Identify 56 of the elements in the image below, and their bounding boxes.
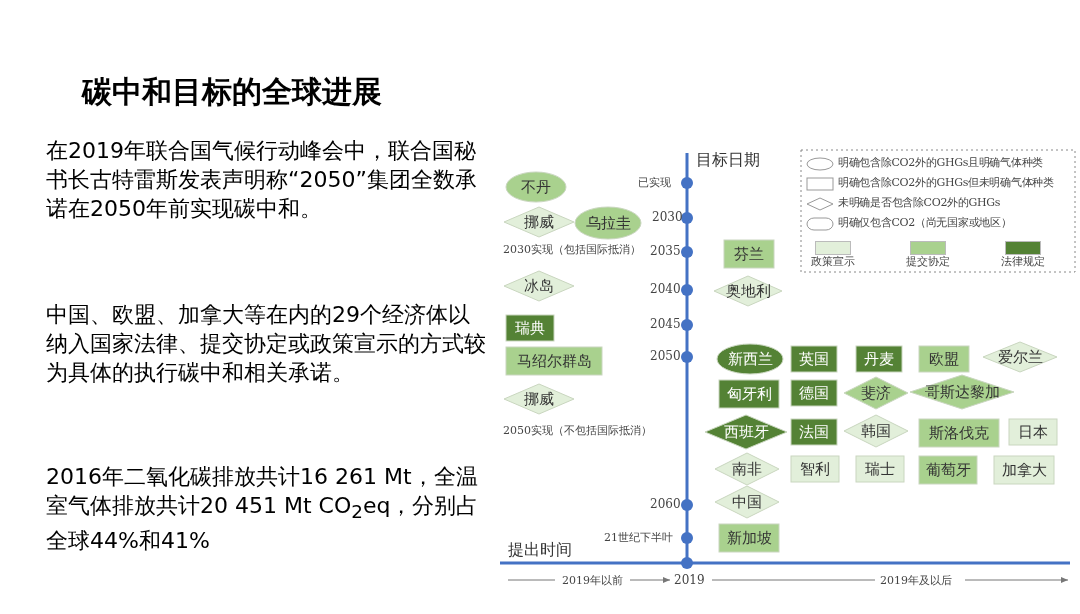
legend-label: 政策宣示 [811,254,855,269]
axis-label: 2019 [674,573,705,587]
country-diamond: 哥斯达黎加 [909,374,1015,410]
axis-label: 目标日期 [696,150,760,171]
paragraph: 2016年二氧化碳排放共计16 261 Mt，全温室气体排放共计20 451 Mt CO$_{2}$eq，分别占全球44%和41% [46,463,480,556]
legend-label: 明确包含除CO2外的GHGs但未明确气体种类 [838,175,1054,190]
country-box: 智利 [790,455,840,483]
country-box: 法国 [790,418,838,446]
axis-label: 2019年以前 [562,573,623,588]
country-ellipse: 不丹 [505,171,567,203]
axis-label: 2019年及以后 [880,573,952,588]
country-box: 日本 [1008,418,1058,446]
axis-label: 已实现 [638,175,671,190]
country-box: 匈牙利 [718,379,780,409]
country-ellipse: 新西兰 [716,343,784,375]
country-box: 欧盟 [918,345,970,373]
axis-label: 2030 [652,210,683,224]
country-ellipse: 乌拉圭 [574,206,642,240]
country-box: 新加坡 [718,523,780,553]
axis-label: 2050实现（不包括国际抵消） [503,423,652,438]
country-diamond: 斐济 [843,376,909,410]
legend-label: 法律规定 [1001,254,1045,269]
country-box: 瑞士 [855,455,905,483]
paragraph: 在2019年联合国气候行动峰会中，联合国秘书长古特雷斯发表声明称“2050”集团全数承诺在2050年前实现碳中和。 [46,137,478,223]
axis-label: 2030实现（包括国际抵消） [503,242,641,257]
legend-label: 明确包含除CO2外的GHGs且明确气体种类 [838,155,1043,170]
country-diamond: 西班牙 [704,414,788,450]
legend-label: 未明确是否包含除CO2外的GHGs [838,195,1001,210]
axis-label: 2035 [650,244,681,258]
country-box: 丹麦 [855,345,903,373]
country-box: 瑞典 [505,314,555,342]
country-box: 斯洛伐克 [918,418,1000,448]
country-diamond: 奥地利 [713,275,783,307]
axis-label: 2045 [650,317,681,331]
country-box: 德国 [790,379,838,407]
country-box: 加拿大 [993,455,1055,485]
axis-label: 2060 [650,497,681,511]
country-box: 英国 [790,345,838,373]
country-box: 葡萄牙 [918,455,978,485]
country-diamond: 挪威 [503,383,575,415]
country-box: 芬兰 [723,239,775,269]
country-diamond: 中国 [714,485,780,519]
axis-label: 提出时间 [508,540,572,561]
country-diamond: 爱尔兰 [982,341,1058,373]
paragraph: 中国、欧盟、加拿大等在内的29个经济体以纳入国家法律、提交协定或政策宣示的方式较为具体的执行碳中和相关承诺。 [46,301,486,387]
slide-title: 碳中和目标的全球进展 [82,73,382,111]
country-diamond: 冰岛 [503,270,575,302]
country-box: 马绍尔群岛 [505,346,603,376]
axis-label: 2050 [650,349,681,363]
country-diamond: 南非 [714,452,780,486]
legend-label: 明确仅包含CO2（尚无国家或地区） [838,215,1012,230]
country-diamond: 韩国 [843,414,909,448]
country-diamond: 挪威 [503,206,575,238]
axis-label: 21世纪下半叶 [604,530,673,545]
legend-label: 提交协定 [906,254,950,269]
axis-label: 2040 [650,282,681,296]
